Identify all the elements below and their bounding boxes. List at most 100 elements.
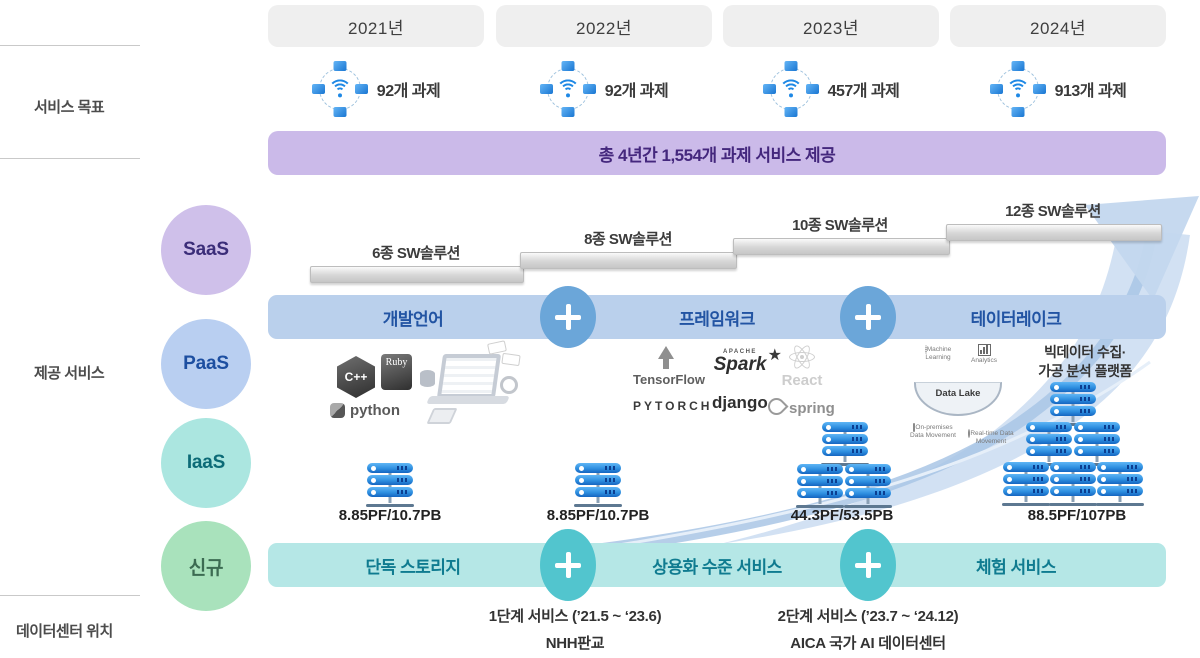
spring-logo-text: spring — [789, 400, 835, 417]
goal-2021: 92개 과제 — [268, 60, 484, 118]
plus-icon — [540, 529, 596, 601]
goal-count: 913개 과제 — [1054, 83, 1127, 100]
plus-icon — [840, 529, 896, 601]
rail-label-provided-services: 제공 서비스 — [34, 365, 105, 382]
server-stack-icon — [1024, 421, 1074, 466]
step-bar-2022 — [520, 252, 737, 269]
goal-2022: 92개 과제 — [496, 60, 712, 118]
capacity-2021: 8.85PF/10.7PB — [338, 507, 442, 524]
plus-icon — [840, 286, 896, 348]
react-atom-icon — [789, 343, 815, 371]
phase1-title: 1단계 서비스 (’21.5 ~ ‘23.6) — [488, 608, 662, 625]
phase1-location: NHH판교 — [545, 635, 605, 652]
network-icon — [311, 61, 368, 117]
phase2-location: AICA 국가 AI 데이터센터 — [790, 635, 946, 652]
network-icon — [762, 61, 819, 117]
paas-band: 개발언어 프레임워크 테이터레이크 — [268, 295, 1166, 339]
onprem-node: On-premises Data Movement — [906, 423, 960, 440]
rail-divider — [0, 595, 140, 596]
laptop-base-icon — [426, 396, 510, 404]
bigdata-platform-caption: 빅데이터 수집· 가공 분석 플랫폼 — [1010, 343, 1160, 381]
spark-logo: APACHE Spark ★ — [700, 347, 782, 375]
spring-leaf-icon — [764, 394, 789, 419]
cpp-logo-icon: C++ — [337, 356, 375, 398]
new-band-trial-service: 체험 서비스 — [976, 557, 1056, 577]
python-logo-text: python — [350, 402, 400, 419]
paas-band-dev-language: 개발언어 — [382, 309, 444, 329]
layer-circle-paas: PaaS — [161, 319, 251, 409]
spark-apache-text: APACHE — [723, 349, 757, 355]
bigdata-caption-line2: 가공 분석 플랫폼 — [1038, 362, 1132, 379]
spark-star-icon: ★ — [767, 347, 782, 364]
step-bar-2023 — [733, 238, 950, 255]
year-header-2023: 2023년 — [723, 5, 939, 47]
step-label-2023: 10종 SW솔루션 — [792, 217, 888, 234]
realtime-node: Real-time Data Movement — [962, 429, 1020, 446]
new-band-standalone-storage: 단독 스토리지 — [365, 557, 461, 577]
analytics-node: Analytics — [962, 344, 1006, 365]
server-stack-icon — [1048, 461, 1098, 506]
django-logo-text: django — [712, 393, 768, 412]
server-stack-icon — [1048, 381, 1098, 426]
paas-band-datalake: 테이터레이크 — [970, 309, 1062, 329]
goal-2024: 913개 과제 — [950, 60, 1166, 118]
tensorflow-logo-text: TensorFlow — [633, 372, 705, 387]
rail-divider — [0, 45, 140, 46]
server-stack-icon — [365, 462, 415, 507]
goal-2023: 457개 과제 — [723, 60, 939, 118]
analytics-chart-icon — [977, 344, 991, 356]
python-mark-icon — [330, 403, 345, 418]
server-stack-icon — [573, 462, 623, 507]
coding-laptop-illustration — [420, 340, 521, 437]
server-stack-icon — [820, 421, 870, 466]
goal-count: 457개 과제 — [827, 83, 900, 100]
capacity-2022: 8.85PF/10.7PB — [546, 507, 650, 524]
goal-count: 92개 과제 — [604, 83, 669, 100]
rail-divider — [0, 158, 140, 159]
layer-circle-saas: SaaS — [161, 205, 251, 295]
machine-learning-node: Machine Learning — [916, 345, 960, 362]
server-stack-icon — [795, 463, 845, 508]
onprem-label: On-premises Data Movement — [910, 424, 956, 440]
server-stack-icon — [1095, 461, 1145, 506]
capacity-2024: 88.5PF/107PB — [1027, 507, 1127, 524]
tensorflow-mark-icon — [663, 357, 669, 369]
ruby-logo-icon: Ruby — [381, 354, 412, 390]
step-label-2021: 6종 SW솔루션 — [372, 245, 460, 262]
capacity-2023: 44.3PF/53.5PB — [790, 507, 894, 524]
analytics-label: Analytics — [970, 357, 997, 364]
gear-icon — [500, 376, 518, 394]
rail-label-datacenter-location: 데이터센터 위치 — [16, 623, 113, 640]
react-logo-text: React — [781, 372, 823, 389]
notebook-icon — [426, 408, 458, 424]
plus-icon — [540, 286, 596, 348]
layer-circle-iaas: IaaS — [161, 418, 251, 508]
network-icon — [539, 61, 596, 117]
goal-count: 92개 과제 — [376, 83, 441, 100]
step-bar-2021 — [310, 266, 524, 283]
pytorch-logo-text: PYTORCH — [633, 399, 713, 413]
year-header-2024: 2024년 — [950, 5, 1166, 47]
paas-band-framework: 프레임워크 — [679, 309, 755, 329]
total-tasks-banner: 총 4년간 1,554개 과제 서비스 제공 — [268, 131, 1166, 175]
step-label-2024: 12종 SW솔루션 — [1005, 203, 1101, 220]
laptop-screen-icon — [436, 354, 502, 398]
server-stack-icon — [1072, 421, 1122, 466]
spring-logo: spring — [764, 394, 835, 419]
spark-logo-text: Spark — [713, 354, 767, 375]
database-cylinder-icon — [420, 370, 435, 387]
realtime-label: Real-time Data Movement — [970, 430, 1014, 446]
step-bar-2024 — [946, 224, 1162, 241]
rail-label-service-goal: 서비스 목표 — [34, 99, 105, 116]
new-band-commercial-service: 상용화 수준 서비스 — [652, 557, 782, 577]
layer-circle-new: 신규 — [161, 521, 251, 611]
bigdata-caption-line1: 빅데이터 수집· — [1044, 344, 1126, 360]
python-logo-icon: python — [330, 402, 400, 419]
server-stack-icon — [843, 463, 893, 508]
code-tag-icon — [501, 352, 521, 367]
server-stack-icon — [1001, 461, 1051, 506]
year-header-2022: 2022년 — [496, 5, 712, 47]
step-label-2022: 8종 SW솔루션 — [584, 231, 672, 248]
network-icon — [989, 61, 1046, 117]
